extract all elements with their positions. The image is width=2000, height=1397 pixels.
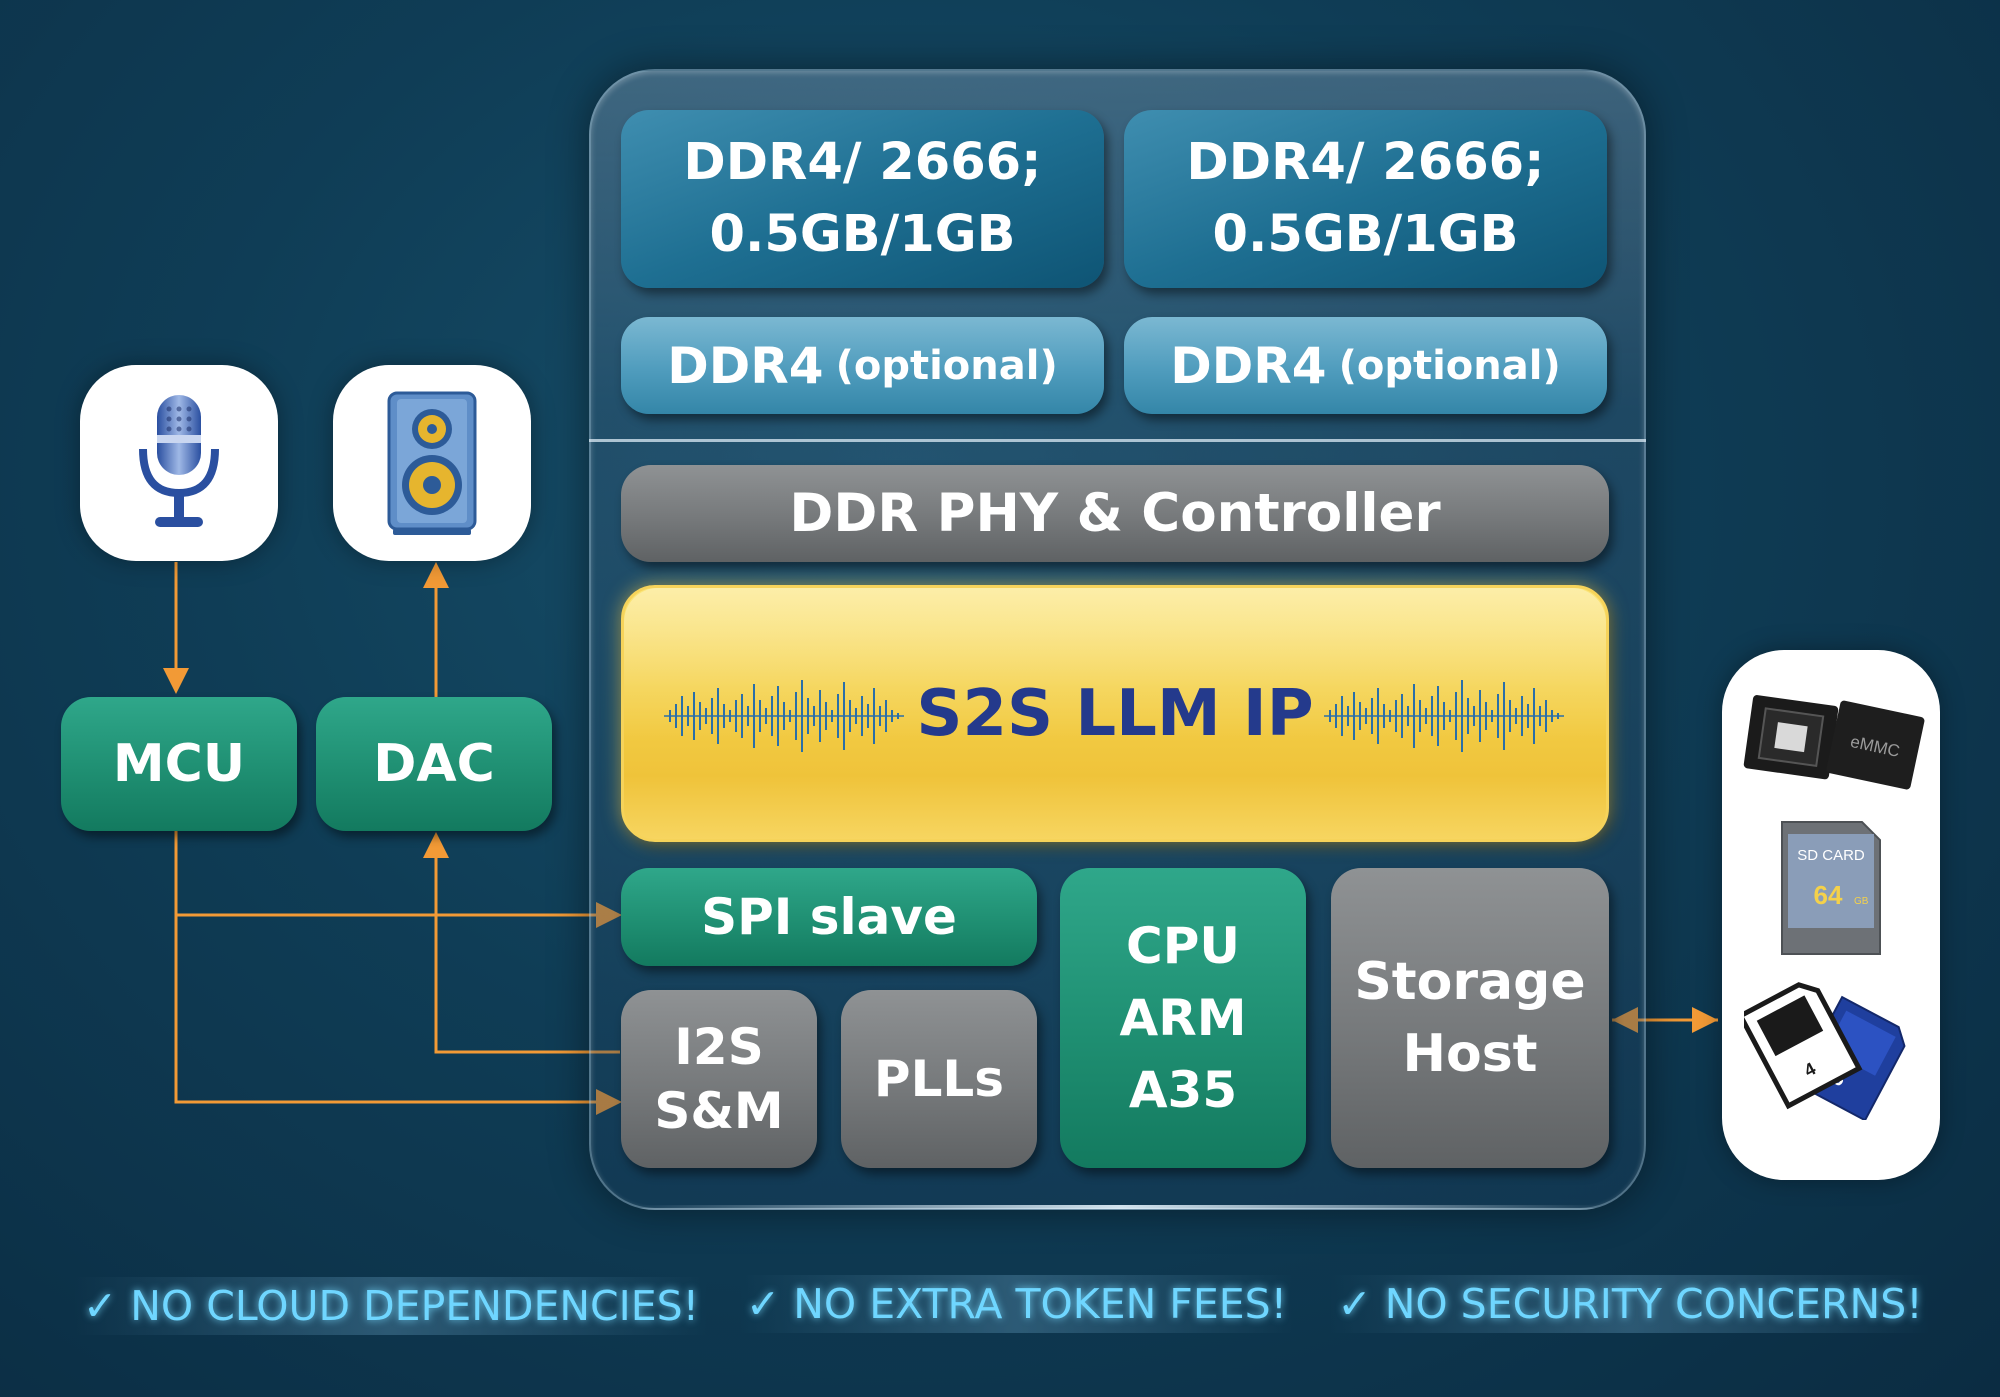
storage-host-block: Storage Host — [1331, 868, 1609, 1168]
check-no-cloud: ✓ NO CLOUD DEPENDENCIES! — [74, 1277, 708, 1335]
dac-label: DAC — [373, 734, 495, 794]
mcu-to-i2s-arrow — [174, 915, 622, 1115]
plls-label: PLLs — [873, 1050, 1005, 1108]
sd-card-64gb-icon: SD CARD 64 GB — [1781, 821, 1881, 955]
waveform-left-icon — [664, 680, 904, 752]
storage-line1: Storage — [1354, 952, 1586, 1012]
ddr-phy-controller-block: DDR PHY & Controller — [621, 465, 1609, 562]
storage-line2: Host — [1402, 1024, 1538, 1084]
speaker-box — [333, 365, 531, 561]
emmc-chip-icon: eMMC — [1743, 695, 1925, 790]
sd-size-label: 64 — [1814, 880, 1843, 910]
ddr-optional-block-2: DDR4(optional) — [1124, 317, 1607, 414]
mcu-block: MCU — [61, 697, 297, 831]
storage-media-panel: eMMC SD CARD 64 GB 16 4 — [1722, 650, 1940, 1180]
s2s-glare — [624, 588, 1606, 739]
i2s-line1: I2S — [674, 1018, 764, 1076]
i2s-line2: S&M — [654, 1082, 784, 1140]
s2s-llm-ip-label: S2S LLM IP — [916, 676, 1314, 751]
check-no-security: ✓ NO SECURITY CONCERNS! — [1330, 1275, 1930, 1333]
cpu-line3: A35 — [1128, 1061, 1238, 1119]
ddr-main-block-1: DDR4/ 2666; 0.5GB/1GB — [621, 110, 1104, 288]
cpu-line1: CPU — [1126, 917, 1240, 975]
speaker-icon — [387, 391, 477, 535]
ddr-main-block-2: DDR4/ 2666; 0.5GB/1GB — [1124, 110, 1607, 288]
spi-slave-label: SPI slave — [701, 888, 957, 946]
ddr-optional-block-1: DDR4(optional) — [621, 317, 1104, 414]
memory-divider — [589, 439, 1646, 442]
dac-block: DAC — [316, 697, 552, 831]
storage-arrow-right — [1692, 1007, 1718, 1033]
plls-block: PLLs — [841, 990, 1037, 1168]
chip-bottom-highlight — [640, 1205, 1600, 1209]
mcu-label: MCU — [112, 734, 246, 794]
ddr-optional-1-note: (optional) — [835, 342, 1058, 389]
spi-slave-block: SPI slave — [621, 868, 1037, 966]
check-no-cloud-label: ✓ NO CLOUD DEPENDENCIES! — [82, 1282, 700, 1330]
ddr-optional-2-note: (optional) — [1338, 342, 1561, 389]
i2s-block: I2S S&M — [621, 990, 817, 1168]
s2s-llm-ip-block: S2S LLM IP — [621, 585, 1609, 842]
cpu-line2: ARM — [1119, 989, 1247, 1047]
ddr-main-2-line2: 0.5GB/1GB — [1212, 205, 1519, 264]
ddr-optional-2-label: DDR4 — [1170, 336, 1327, 395]
microphone-icon — [139, 395, 219, 527]
ddr-optional-1-label: DDR4 — [667, 336, 824, 395]
ddr-main-1-line1: DDR4/ 2666; — [683, 133, 1042, 192]
microphone-box — [80, 365, 278, 561]
check-no-token-fees-label: ✓ NO EXTRA TOKEN FEES! — [745, 1280, 1288, 1328]
sdhc-cards-icon: 16 4 — [1744, 982, 1906, 1120]
ddr-main-1-line2: 0.5GB/1GB — [709, 205, 1016, 264]
ddr-phy-label: DDR PHY & Controller — [789, 483, 1441, 544]
mcu-to-spi-arrow — [174, 830, 622, 928]
storage-arrow-left — [1612, 1007, 1638, 1033]
check-no-security-label: ✓ NO SECURITY CONCERNS! — [1337, 1280, 1923, 1328]
cpu-block: CPU ARM A35 — [1060, 868, 1306, 1168]
check-no-token-fees: ✓ NO EXTRA TOKEN FEES! — [740, 1275, 1293, 1333]
ddr-main-2-line1: DDR4/ 2666; — [1186, 133, 1545, 192]
sd-unit-label: GB — [1854, 896, 1869, 907]
i2s-to-dac-arrow — [423, 832, 620, 1054]
waveform-right-icon — [1324, 679, 1564, 753]
sd-card-label: SD CARD — [1797, 847, 1865, 864]
